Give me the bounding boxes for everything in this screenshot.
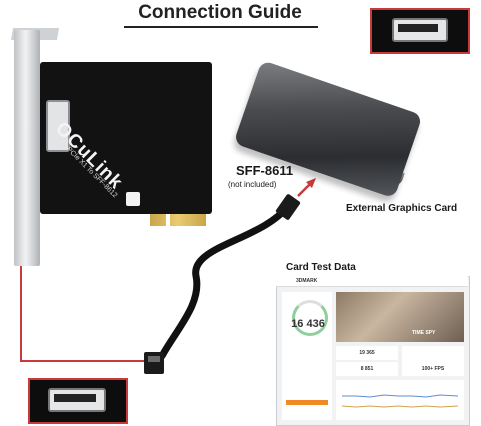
connector-note: (not included) — [228, 180, 277, 189]
cable-plug-bottom — [144, 352, 164, 374]
score-ring-icon — [292, 300, 328, 336]
port-slot — [398, 24, 438, 32]
egpu-label: External Graphics Card — [346, 203, 458, 214]
cpu-score: 8 851 — [360, 366, 374, 372]
cable-plug-top — [275, 194, 301, 220]
arrow-icon — [306, 178, 316, 188]
graphics-score-cell — [336, 346, 398, 360]
cpu-score-cell — [336, 362, 398, 376]
benchmark-graph-line — [341, 394, 459, 408]
title-underline — [124, 26, 318, 28]
benchmark-header — [276, 276, 468, 287]
fps-cell — [402, 346, 464, 376]
overall-score: 16 436 — [291, 318, 325, 330]
test-data-label: Card Test Data — [286, 262, 356, 273]
pcie-key-notch — [166, 214, 170, 226]
connector-name: SFF-8611 — [236, 163, 294, 178]
benchmark-hero-image — [336, 292, 464, 342]
benchmark-button — [286, 400, 328, 405]
pcie-bracket — [14, 30, 40, 266]
benchmark-name: TIME SPY — [412, 330, 436, 336]
pcie-gold-fingers — [150, 214, 206, 226]
oculink-port-icon — [46, 100, 70, 152]
benchmark-app-name: 3DMARK — [296, 278, 318, 284]
page-title: Connection Guide — [138, 2, 302, 23]
benchmark-graph — [336, 380, 464, 420]
connector-line-horizontal — [20, 360, 144, 362]
card-chip-icon — [126, 192, 140, 206]
port-slot-2 — [54, 394, 96, 402]
fps-value: 100+ FPS — [421, 366, 445, 372]
graphics-score: 19 365 — [359, 350, 375, 356]
